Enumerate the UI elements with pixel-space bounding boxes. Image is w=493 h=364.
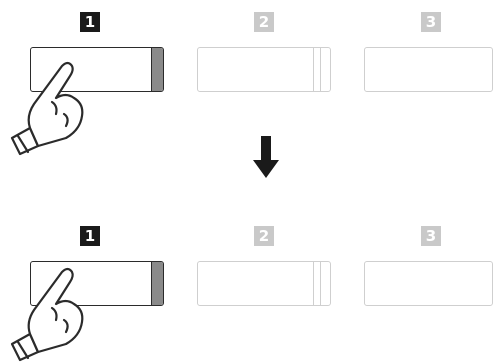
memory-number-1: 1 xyxy=(80,12,100,32)
memory-number-2: 2 xyxy=(254,226,274,246)
memory-row-after: 1 2 3 xyxy=(0,214,493,364)
memory-number-2: 2 xyxy=(254,12,274,32)
memory-row-before: 1 2 3 xyxy=(0,0,493,156)
memory-led-2 xyxy=(313,48,321,91)
pressing-finger-icon xyxy=(10,267,84,362)
memory-number-3: 3 xyxy=(421,226,441,246)
memory-button-3[interactable] xyxy=(364,47,493,92)
memory-number-1: 1 xyxy=(80,226,100,246)
memory-led-1 xyxy=(151,262,163,305)
memory-button-3[interactable] xyxy=(364,261,493,306)
memory-led-2 xyxy=(313,262,321,305)
memory-number-3: 3 xyxy=(421,12,441,32)
memory-button-2[interactable] xyxy=(197,261,331,306)
memory-button-2[interactable] xyxy=(197,47,331,92)
memory-led-1 xyxy=(151,48,163,91)
down-arrow-icon xyxy=(253,136,279,178)
pressing-finger-icon xyxy=(10,61,84,156)
